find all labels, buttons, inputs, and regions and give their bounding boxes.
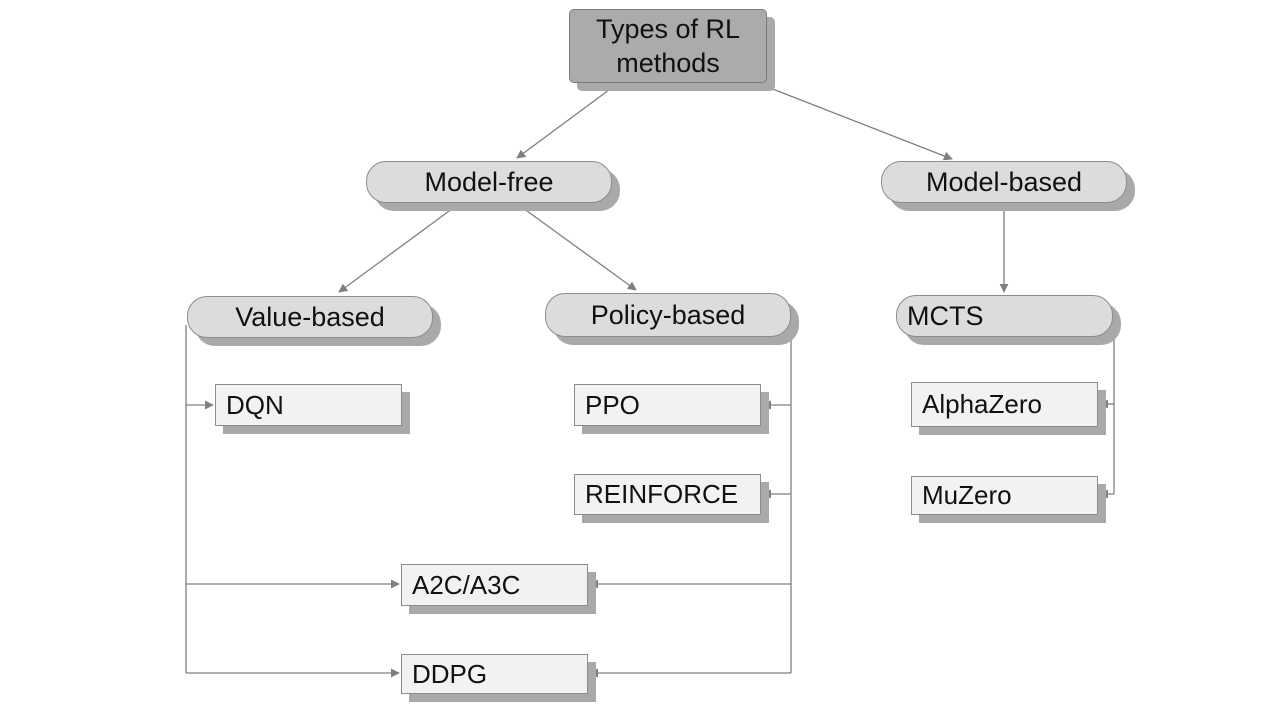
node-mcts: MCTS [896, 295, 1113, 337]
edge-root-model-free [516, 83, 618, 159]
edge-model-free-policy-based [515, 202, 637, 291]
node-a2c-a3c: A2C/A3C [401, 564, 588, 606]
node-alphazero: AlphaZero [911, 382, 1098, 427]
edge-root-model-based [764, 85, 953, 161]
node-policy-based-label: Policy-based [590, 299, 746, 330]
node-value-based-label: Value-based [235, 301, 385, 332]
node-alphazero-label: AlphaZero [922, 389, 1042, 419]
node-value-based: Value-based [187, 296, 433, 338]
node-ppo-label: PPO [585, 389, 640, 420]
node-reinforce: REINFORCE [574, 474, 761, 515]
edge-model-free-value-based [338, 202, 461, 293]
node-model-free-label: Model-free [424, 166, 554, 197]
node-mcts-label: MCTS [907, 300, 984, 331]
node-dqn-label: DQN [226, 389, 284, 420]
node-dqn: DQN [215, 384, 402, 426]
root-node: Types of RL methods [569, 9, 767, 83]
node-ppo: PPO [574, 384, 761, 426]
node-model-based: Model-based [881, 161, 1127, 203]
node-reinforce-label: REINFORCE [585, 479, 739, 509]
node-model-based-label: Model-based [925, 166, 1083, 197]
node-policy-based: Policy-based [545, 293, 791, 337]
node-ddpg: DDPG [401, 654, 588, 694]
node-muzero: MuZero [911, 476, 1098, 515]
node-ddpg-label: DDPG [412, 658, 488, 689]
node-model-free: Model-free [366, 161, 612, 203]
root-title-line2: methods [616, 48, 720, 78]
node-muzero-label: MuZero [922, 480, 1012, 510]
node-a2c-a3c-label: A2C/A3C [412, 569, 521, 600]
root-title-line1: Types of RL [595, 14, 741, 44]
